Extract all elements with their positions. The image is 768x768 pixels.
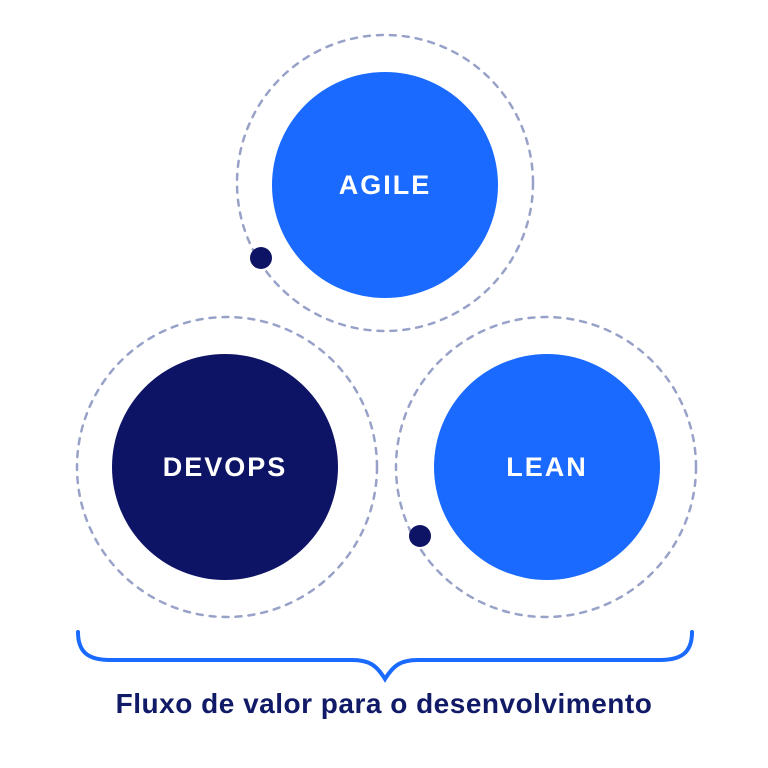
dashed-loop-lean	[394, 315, 698, 619]
brace-shape	[76, 630, 694, 683]
circle-agile-label: AGILE	[338, 169, 432, 200]
diagram-caption: Fluxo de valor para o desenvolvimento	[115, 688, 653, 719]
circle-devops-label: DEVOPS	[162, 451, 288, 482]
dashed-loop-agile	[235, 33, 535, 333]
circle-lean: LEAN	[434, 354, 660, 580]
path-dot-bottom	[409, 525, 431, 547]
dashed-loop-devops	[75, 315, 379, 619]
circle-devops: DEVOPS	[112, 354, 338, 580]
circle-agile: AGILE	[272, 72, 498, 298]
circle-lean-label: LEAN	[506, 451, 588, 482]
path-dot-top	[250, 247, 272, 269]
